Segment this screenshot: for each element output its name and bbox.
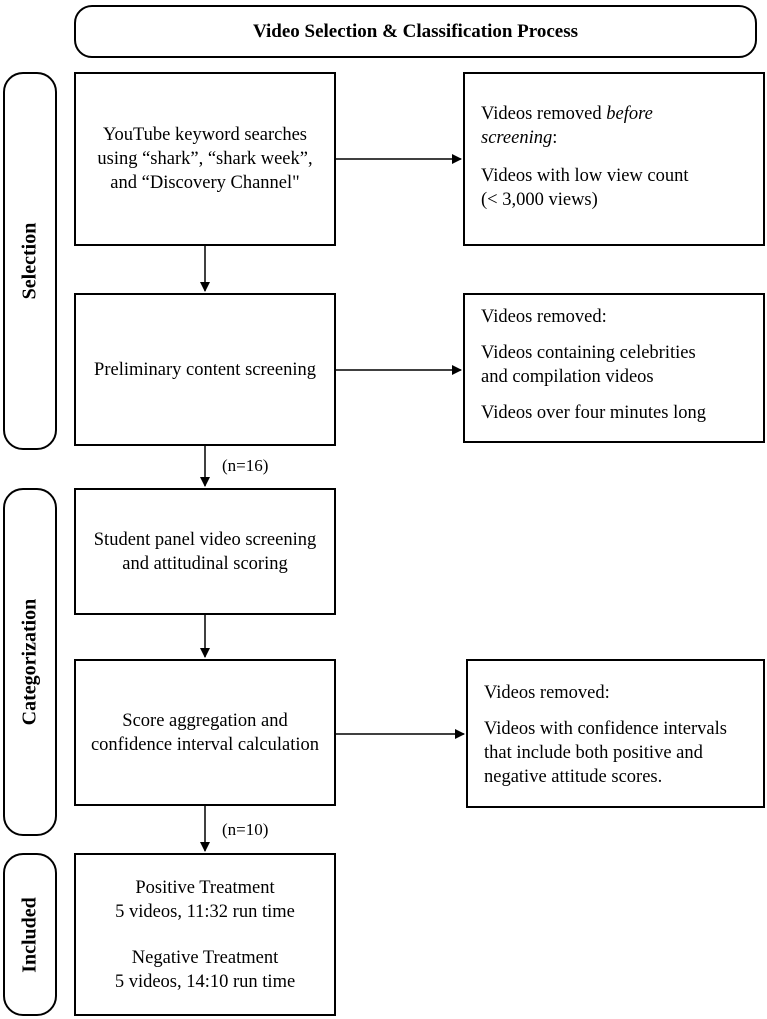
student-panel-line-1: Student panel video screening <box>93 529 317 550</box>
keyword-search-line-2: using “shark”, “shark week”, <box>97 149 313 169</box>
removed-preliminary-box: Videos removed: Videos containing celebr… <box>463 293 765 443</box>
stage-categorization: Categorization <box>3 488 57 836</box>
removed-before-item-line-2: (< 3,000 views) <box>481 190 598 210</box>
removed-aggregation-line-2: that include both positive and <box>484 743 703 763</box>
positive-treatment-title: Positive Treatment <box>135 877 275 898</box>
included-treatments-box: Positive Treatment 5 videos, 11:32 run t… <box>74 853 336 1016</box>
score-aggregation-line-2: confidence interval calculation <box>90 734 320 755</box>
removed-aggregation-heading: Videos removed: <box>484 683 610 703</box>
removed-preliminary-item1-line-1: Videos containing celebrities <box>481 343 696 363</box>
process-title-box: Video Selection & Classification Process <box>74 5 757 58</box>
removed-preliminary-item1-line-2: and compilation videos <box>481 367 654 387</box>
removed-aggregation-line-3: negative attitude scores. <box>484 767 663 787</box>
removed-before-heading: Videos removed before <box>481 104 653 124</box>
removed-aggregation-box: Videos removed: Videos with confidence i… <box>466 659 765 808</box>
positive-treatment-detail: 5 videos, 11:32 run time <box>115 901 295 922</box>
removed-aggregation-line-1: Videos with confidence intervals <box>484 719 727 739</box>
removed-before-item-line-1: Videos with low view count <box>481 166 689 186</box>
keyword-search-box: YouTube keyword searches using “shark”, … <box>74 72 336 246</box>
student-panel-line-2: and attitudinal scoring <box>122 553 288 574</box>
preliminary-screening-label: Preliminary content screening <box>94 359 316 380</box>
removed-preliminary-item2: Videos over four minutes long <box>481 403 706 423</box>
score-aggregation-line-1: Score aggregation and <box>122 710 288 731</box>
removed-before-screening-box: Videos removed before screening: Videos … <box>463 72 765 246</box>
stage-selection: Selection <box>3 72 57 450</box>
count-after-preliminary: (n=16) <box>222 456 269 475</box>
removed-preliminary-heading: Videos removed: <box>481 307 607 327</box>
preliminary-screening-box: Preliminary content screening <box>74 293 336 446</box>
negative-treatment-title: Negative Treatment <box>131 947 279 968</box>
negative-treatment-detail: 5 videos, 14:10 run time <box>114 971 296 992</box>
score-aggregation-box: Score aggregation and confidence interva… <box>74 659 336 806</box>
count-after-aggregation: (n=10) <box>222 820 269 839</box>
stage-included: Included <box>3 853 57 1016</box>
student-panel-box: Student panel video screening and attitu… <box>74 488 336 615</box>
keyword-search-line-1: YouTube keyword searches <box>102 125 307 145</box>
keyword-search-line-3: and “Discovery Channel" <box>110 173 300 193</box>
process-title: Video Selection & Classification Process <box>252 20 579 42</box>
